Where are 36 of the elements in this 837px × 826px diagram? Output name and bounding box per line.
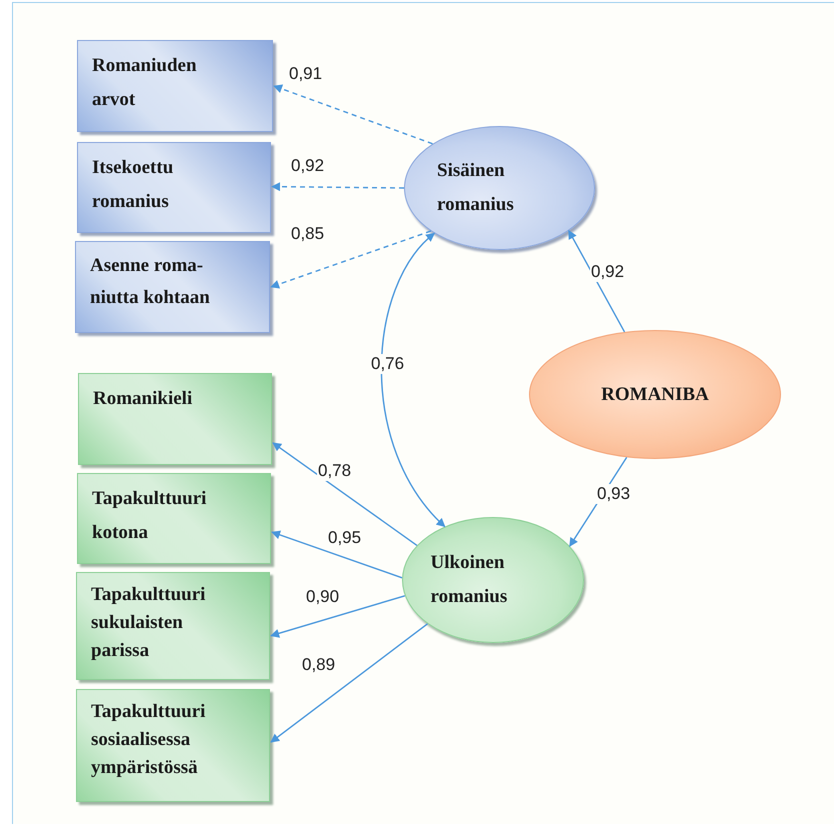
node-label: Romanikieli	[93, 387, 192, 411]
edge-label: 0,92	[590, 262, 626, 282]
node-label: Ulkoinen romanius	[430, 551, 508, 609]
indicator-box	[77, 473, 271, 564]
node-label: Tapakulttuuri kotona	[92, 487, 208, 545]
arrow	[380, 232, 446, 528]
edge-label: 0,78	[317, 461, 352, 481]
node-label: Tapakulttuuri sosiaalisessa ympäristössä	[91, 700, 206, 780]
arrow	[568, 230, 626, 332]
arrow	[271, 530, 402, 578]
edge-label: 0,90	[305, 587, 340, 607]
indicator-box	[78, 373, 272, 465]
arrow	[271, 182, 404, 192]
node-label: Sisäinen romanius	[437, 159, 515, 217]
edge-label: 0,92	[290, 156, 326, 176]
arrow	[270, 623, 428, 743]
edge-label: 0,93	[596, 484, 632, 504]
node-label: Romaniuden arvot	[92, 54, 198, 112]
indicator-box	[76, 689, 270, 802]
arrow	[270, 230, 432, 289]
indicator-box	[77, 40, 273, 132]
arrow	[270, 595, 406, 638]
indicator-box	[75, 241, 270, 333]
node-label: Tapakulttuuri sukulaisten parissa	[91, 583, 206, 663]
node-label: ROMANIBA	[600, 382, 710, 406]
arrow	[272, 442, 418, 546]
edge-label: 0,85	[290, 224, 326, 244]
arrow	[273, 84, 433, 144]
edge-label: 0,89	[301, 655, 336, 675]
edge-label: 0,95	[327, 528, 362, 548]
edge-label: 0,76	[370, 354, 406, 374]
indicator-box	[77, 142, 271, 233]
edge-label: 0,91	[288, 64, 324, 84]
node-label: Asenne roma- niutta kohtaan	[90, 254, 211, 310]
indicator-box	[76, 572, 270, 680]
node-label: Itsekoettu romanius	[92, 156, 174, 214]
